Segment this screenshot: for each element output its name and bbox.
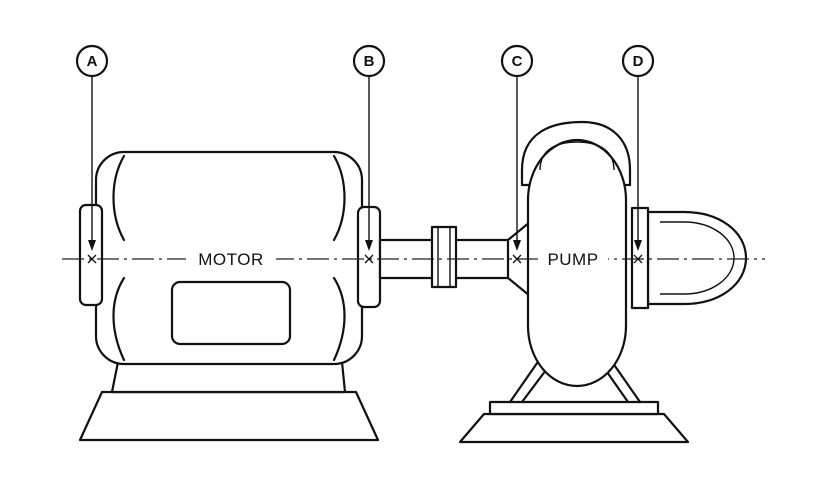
motor-label-bg	[186, 246, 276, 270]
motor-left-groove	[112, 154, 126, 362]
marker-b-arrow	[365, 240, 373, 251]
marker-c-label: C	[512, 53, 523, 70]
marker-b: B	[352, 44, 386, 264]
motor-base-top	[110, 360, 347, 394]
pump-base	[458, 412, 690, 444]
pump-support-legs	[508, 354, 642, 404]
marker-c-arrow	[513, 240, 521, 251]
point-d-x	[633, 254, 643, 264]
motor-base	[78, 390, 380, 442]
marker-a-label: A	[87, 53, 98, 70]
marker-c: C	[500, 44, 534, 264]
pump-discharge-elbow	[646, 210, 748, 306]
point-c-x	[512, 254, 522, 264]
marker-a-arrow	[88, 240, 96, 251]
pump-flange	[630, 206, 650, 310]
marker-d-arrow	[634, 240, 642, 251]
marker-d-label: D	[633, 53, 644, 70]
marker-a: A	[75, 44, 109, 264]
pump-label: PUMP	[547, 250, 598, 269]
pump-elbow-inner	[660, 221, 735, 295]
pump-casing-inner	[539, 141, 615, 171]
marker-d: D	[621, 44, 655, 264]
marker-b-label: B	[364, 53, 375, 70]
motor-right-groove	[332, 154, 346, 362]
motor-outboard-cap	[78, 203, 104, 307]
coupling	[430, 225, 458, 289]
pump-label-bg	[538, 246, 608, 270]
point-b-x	[364, 254, 374, 264]
motor-label: MOTOR	[198, 250, 263, 269]
point-a-x	[87, 254, 97, 264]
motor-nameplate	[170, 280, 292, 346]
pump-base-plate	[488, 400, 660, 416]
pump-assembly	[458, 120, 748, 444]
motor-assembly	[78, 150, 382, 442]
